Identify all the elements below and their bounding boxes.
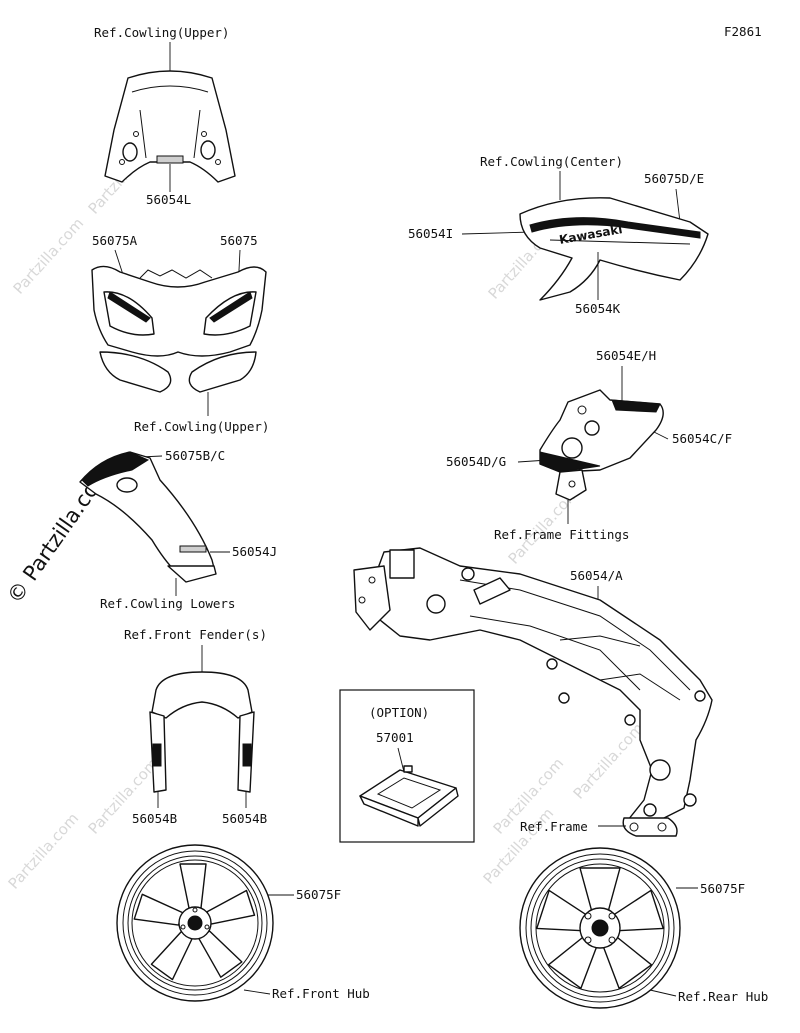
label-ref-front-fenders: Ref.Front Fender(s) — [124, 627, 267, 642]
frame-fitting-group: 56054E/H 56054C/F 56054D/G Ref.Frame Fit… — [446, 348, 732, 542]
windscreen-group: Ref.Cowling(Upper) 56054L — [94, 25, 236, 207]
accessory-57001 — [359, 769, 457, 819]
label-56054b-right: 56054B — [222, 811, 267, 826]
label-56054k: 56054K — [575, 301, 621, 316]
frame-group: 56054/A Ref.Frame — [353, 547, 713, 837]
label-56075bc: 56075B/C — [165, 448, 225, 463]
label-56075a: 56075A — [92, 233, 138, 248]
label-56054a: 56054/A — [570, 568, 623, 583]
decal-56054l — [156, 155, 184, 164]
frame — [369, 547, 713, 827]
option-box-label: (OPTION) — [369, 705, 429, 720]
label-56054l: 56054L — [146, 192, 191, 207]
lower-cowling-group: 56075B/C 56054J Ref.Cowling Lowers — [79, 448, 277, 611]
label-56054cf: 56054C/F — [672, 431, 732, 446]
label-56054b-left: 56054B — [132, 811, 177, 826]
label-ref-cowling-upper-bottom: Ref.Cowling(Upper) — [134, 419, 269, 434]
figure-code: F2861 — [724, 24, 762, 39]
front-fender-group: Ref.Front Fender(s) 56054B 56054B — [124, 627, 267, 826]
headlight-cowl-group: 56075A 56075 Ref.Cowling(Upper) — [91, 233, 269, 434]
option-box: (OPTION) 57001 — [339, 689, 475, 843]
label-56054i: 56054I — [408, 226, 453, 241]
label-ref-cowling-lowers: Ref.Cowling Lowers — [100, 596, 235, 611]
label-56054dg: 56054D/G — [446, 454, 506, 469]
center-cowling-group: Ref.Cowling(Center) 56075D/E 56054I Kawa… — [408, 154, 709, 316]
center-cowling — [519, 197, 709, 301]
label-ref-frame: Ref.Frame — [520, 819, 588, 834]
label-ref-rear-hub: Ref.Rear Hub — [678, 989, 768, 1004]
rear-wheel-spokes — [536, 867, 664, 989]
watermark: Partzilla.com — [10, 214, 88, 297]
label-56075f-front: 56075F — [296, 887, 341, 902]
label-56075: 56075 — [220, 233, 258, 248]
label-57001: 57001 — [376, 730, 414, 745]
label-56054j: 56054J — [232, 544, 277, 559]
label-56075de: 56075D/E — [644, 171, 704, 186]
label-ref-cowling-center: Ref.Cowling(Center) — [480, 154, 623, 169]
label-ref-frame-fittings: Ref.Frame Fittings — [494, 527, 629, 542]
label-56054eh: 56054E/H — [596, 348, 656, 363]
label-ref-front-hub: Ref.Front Hub — [272, 986, 370, 1001]
watermark: Partzilla.com — [570, 719, 648, 802]
front-fender — [151, 671, 253, 719]
rear-wheel-group: 56075F Ref.Rear Hub — [519, 847, 768, 1009]
label-ref-cowling-upper-top: Ref.Cowling(Upper) — [94, 25, 229, 40]
label-56075f-rear: 56075F — [700, 881, 745, 896]
front-wheel-group: 56075F Ref.Front Hub — [116, 844, 370, 1002]
watermark: Partzilla.com — [5, 809, 83, 892]
